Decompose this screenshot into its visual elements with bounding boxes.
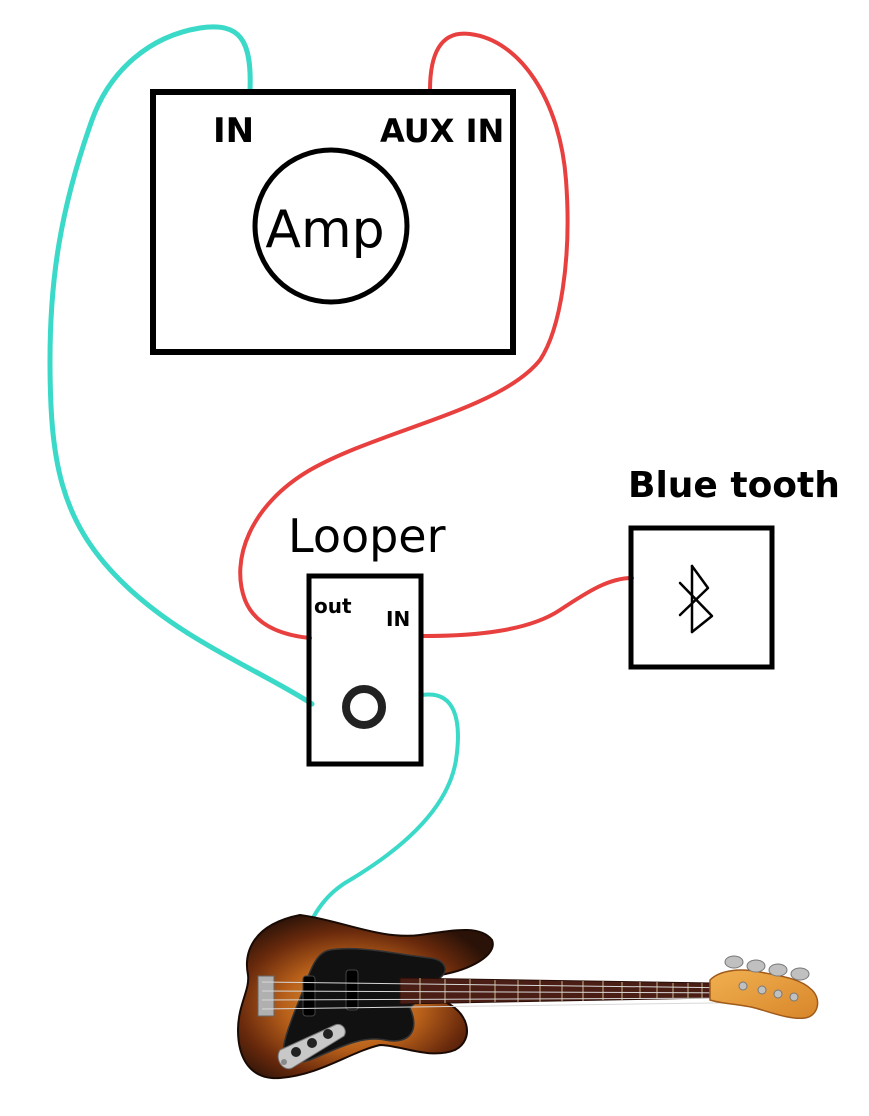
bass-bridge	[257, 975, 275, 1017]
neck-pickup	[345, 969, 359, 1011]
volume-knob	[291, 1047, 301, 1057]
amp-in-cable	[47, 24, 315, 707]
footswitch-ring-icon	[342, 685, 386, 729]
bass-guitar-icon	[236, 913, 819, 1080]
bluetooth-cable	[422, 576, 634, 638]
bluetooth-box	[628, 525, 775, 670]
tone-knob	[323, 1029, 333, 1039]
amp-input-in-label: IN	[213, 111, 254, 151]
looper: Looper out IN	[288, 509, 446, 767]
tuners	[724, 955, 810, 1002]
volume-knob-2	[307, 1038, 317, 1048]
looper-in-label: IN	[386, 607, 410, 631]
bluetooth-icon	[678, 564, 714, 634]
looper-pedal	[306, 573, 424, 767]
strings	[261, 981, 791, 1010]
looper-label: Looper	[288, 509, 446, 563]
aux-in-cable	[238, 31, 570, 640]
looper-out-label: out	[314, 594, 352, 618]
bass-fretboard	[399, 977, 713, 1005]
amp: Amp IN AUX IN	[150, 89, 516, 355]
amp-input-aux-label: AUX IN	[380, 112, 504, 150]
output-jack	[281, 1059, 287, 1065]
amp-cabinet	[150, 89, 516, 355]
bluetooth-label: Blue tooth	[628, 465, 840, 506]
speaker-circle-icon	[252, 147, 410, 305]
bluetooth: Blue tooth	[628, 465, 840, 670]
frets	[419, 978, 703, 1004]
amp-label: Amp	[265, 200, 384, 260]
bridge-pickup	[302, 975, 316, 1017]
